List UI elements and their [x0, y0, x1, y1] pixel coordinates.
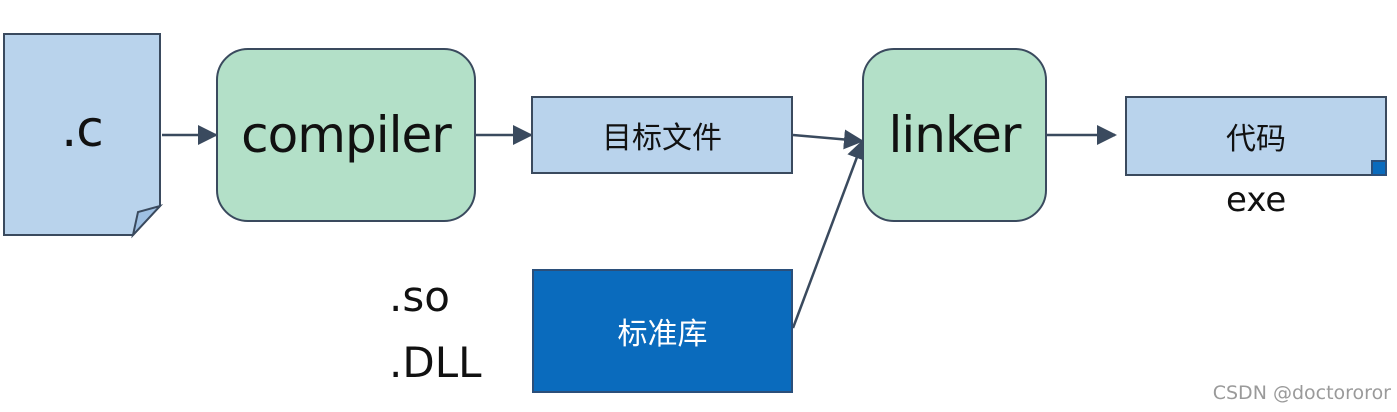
arrow-library-to-linker [791, 139, 867, 329]
source-file-label: .c [61, 100, 103, 158]
object-file-node: 目标文件 [531, 96, 793, 174]
source-file-fold [131, 204, 164, 239]
std-library-node: 标准库 [532, 269, 793, 393]
linker-label: linker [888, 106, 1022, 164]
std-library-label: 标准库 [617, 317, 708, 352]
watermark: CSDN @doctororor [1212, 382, 1391, 404]
output-code-caption: exe [1226, 180, 1287, 220]
object-file-label: 目标文件 [602, 121, 722, 156]
compiler-label: compiler [241, 106, 452, 164]
output-code-label: 代码 [1226, 122, 1286, 157]
linker-node: linker [862, 48, 1047, 222]
output-code-node: 代码 [1125, 96, 1387, 176]
dll-label: .DLL [389, 338, 482, 387]
corner-marker [1371, 160, 1387, 176]
arrow-object-to-linker [792, 129, 864, 150]
compiler-node: compiler [216, 48, 476, 222]
so-label: .so [389, 272, 450, 321]
